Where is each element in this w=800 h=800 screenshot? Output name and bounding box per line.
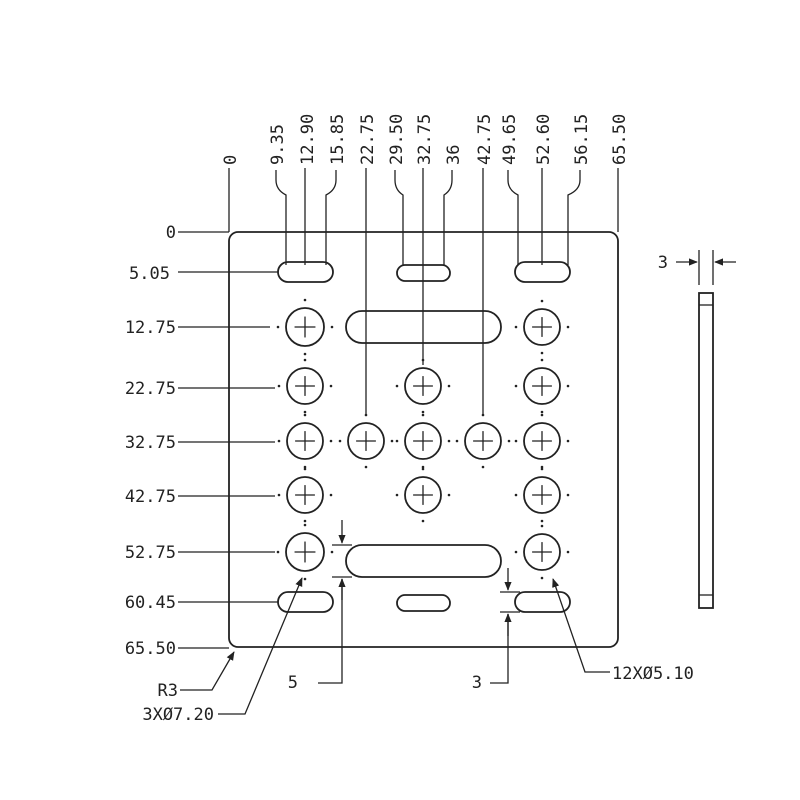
dim-top-52-60: 52.60 — [534, 114, 554, 165]
slot-top-right — [514, 261, 571, 283]
dim-top-42-75: 42.75 — [475, 114, 495, 165]
dim-left-22-75: 22.75 — [125, 379, 176, 399]
dim-top-9-35: 9.35 — [268, 124, 288, 165]
dim-left-60-45: 60.45 — [125, 593, 176, 613]
dim-top-49-65: 49.65 — [500, 114, 520, 165]
dim-top-12-90: 12.90 — [298, 114, 318, 165]
top-extension-lines — [228, 168, 619, 415]
slot-lower-long — [345, 544, 502, 578]
hole — [514, 358, 570, 414]
large-holes-label: 3XØ7.20 — [142, 705, 214, 725]
dim-left-32-75: 32.75 — [125, 433, 176, 453]
dim-left-52-75: 52.75 — [125, 543, 176, 563]
hole — [395, 358, 451, 414]
slot-upper-long — [345, 310, 502, 344]
dim-top-0: 0 — [221, 155, 241, 165]
left-dimension-labels: 0 5.05 12.75 22.75 32.75 42.75 52.75 60.… — [125, 223, 176, 659]
side-view-outline — [698, 292, 714, 609]
slot-width-callout: 5 — [288, 520, 352, 693]
hole — [514, 413, 570, 469]
slot-bottom-middle — [396, 594, 451, 612]
hole — [276, 523, 334, 581]
hole — [277, 467, 333, 523]
dim-top-15-85: 15.85 — [328, 114, 348, 165]
dim-top-32-75: 32.75 — [415, 114, 435, 165]
large-holes-callout: 3XØ7.20 — [142, 577, 303, 725]
slot-top-middle — [396, 264, 451, 282]
holes — [276, 298, 570, 581]
slots — [277, 261, 571, 613]
left-extension-lines — [178, 231, 278, 649]
hole — [277, 413, 333, 469]
dim-left-12-75: 12.75 — [125, 318, 176, 338]
dim-top-56-15: 56.15 — [572, 114, 592, 165]
hole — [276, 298, 334, 356]
small-holes-callout: 12XØ5.10 — [552, 578, 694, 684]
side-view: 3 — [658, 250, 736, 609]
hole — [514, 299, 570, 355]
slot-top-left — [277, 261, 334, 283]
radius-callout: R3 — [158, 651, 235, 701]
hole — [277, 358, 333, 414]
slot-bottom-left — [277, 591, 334, 613]
small-slot-callout: 3 — [472, 568, 520, 693]
thickness-label: 3 — [658, 253, 668, 273]
small-holes-label: 12XØ5.10 — [612, 664, 694, 684]
small-slot-label: 3 — [472, 673, 482, 693]
slot-width-label: 5 — [288, 673, 298, 693]
hole — [395, 467, 451, 523]
hole — [338, 413, 394, 469]
hole — [455, 413, 511, 469]
slot-bottom-right — [514, 591, 571, 613]
dim-top-65-50: 65.50 — [610, 114, 630, 165]
dim-left-65-50: 65.50 — [125, 639, 176, 659]
hole — [514, 524, 570, 580]
hole — [395, 413, 451, 469]
dim-top-36: 36 — [444, 145, 464, 165]
dim-left-5-05: 5.05 — [129, 264, 170, 284]
top-dimension-labels: 0 9.35 12.90 15.85 22.75 29.50 32.75 36 … — [221, 114, 630, 165]
dim-left-42-75: 42.75 — [125, 487, 176, 507]
hole — [514, 467, 570, 523]
dim-left-0: 0 — [166, 223, 176, 243]
radius-label: R3 — [158, 681, 178, 701]
dim-top-22-75: 22.75 — [358, 114, 378, 165]
dim-top-29-50: 29.50 — [387, 114, 407, 165]
